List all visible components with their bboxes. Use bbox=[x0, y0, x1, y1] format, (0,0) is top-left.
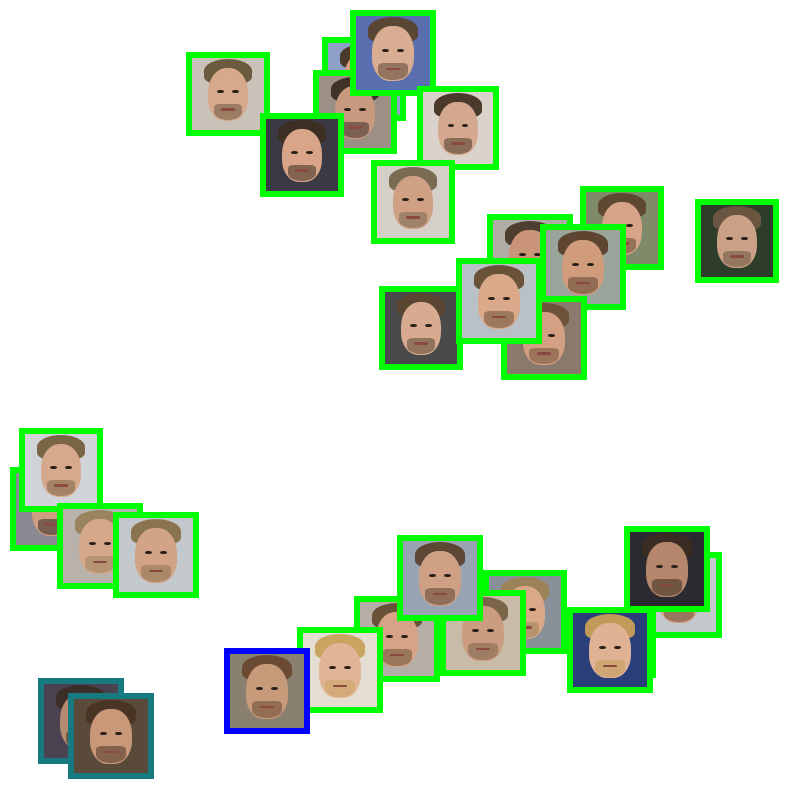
face-photo bbox=[546, 230, 620, 304]
face-photo bbox=[303, 633, 377, 707]
face-photo bbox=[403, 541, 477, 615]
face-photo bbox=[192, 58, 264, 130]
face-thumbnail bbox=[695, 199, 779, 283]
face-thumbnail bbox=[540, 224, 626, 310]
face-photo bbox=[356, 16, 430, 90]
face-photo bbox=[377, 166, 449, 238]
face-thumbnail bbox=[456, 258, 542, 344]
face-thumbnail bbox=[19, 428, 103, 512]
face-photo bbox=[573, 613, 647, 687]
face-photo bbox=[701, 205, 773, 277]
face-photo bbox=[630, 532, 704, 606]
face-thumbnail bbox=[68, 693, 154, 779]
face-photo bbox=[266, 119, 338, 191]
face-thumbnail bbox=[260, 113, 344, 197]
face-thumbnail bbox=[397, 535, 483, 621]
face-photo bbox=[119, 518, 193, 592]
face-photo bbox=[423, 92, 493, 164]
face-thumbnail bbox=[379, 286, 463, 370]
face-photo bbox=[230, 654, 304, 728]
face-thumbnail bbox=[113, 512, 199, 598]
face-photo bbox=[25, 434, 97, 506]
face-photo bbox=[462, 264, 536, 338]
face-photo bbox=[385, 292, 457, 364]
face-thumbnail bbox=[624, 526, 710, 612]
face-thumbnail bbox=[350, 10, 436, 96]
face-thumbnail bbox=[417, 86, 499, 170]
face-thumbnail bbox=[567, 607, 653, 693]
face-thumbnail bbox=[186, 52, 270, 136]
face-photo bbox=[74, 699, 148, 773]
face-thumbnail bbox=[224, 648, 310, 734]
face-thumbnail bbox=[371, 160, 455, 244]
